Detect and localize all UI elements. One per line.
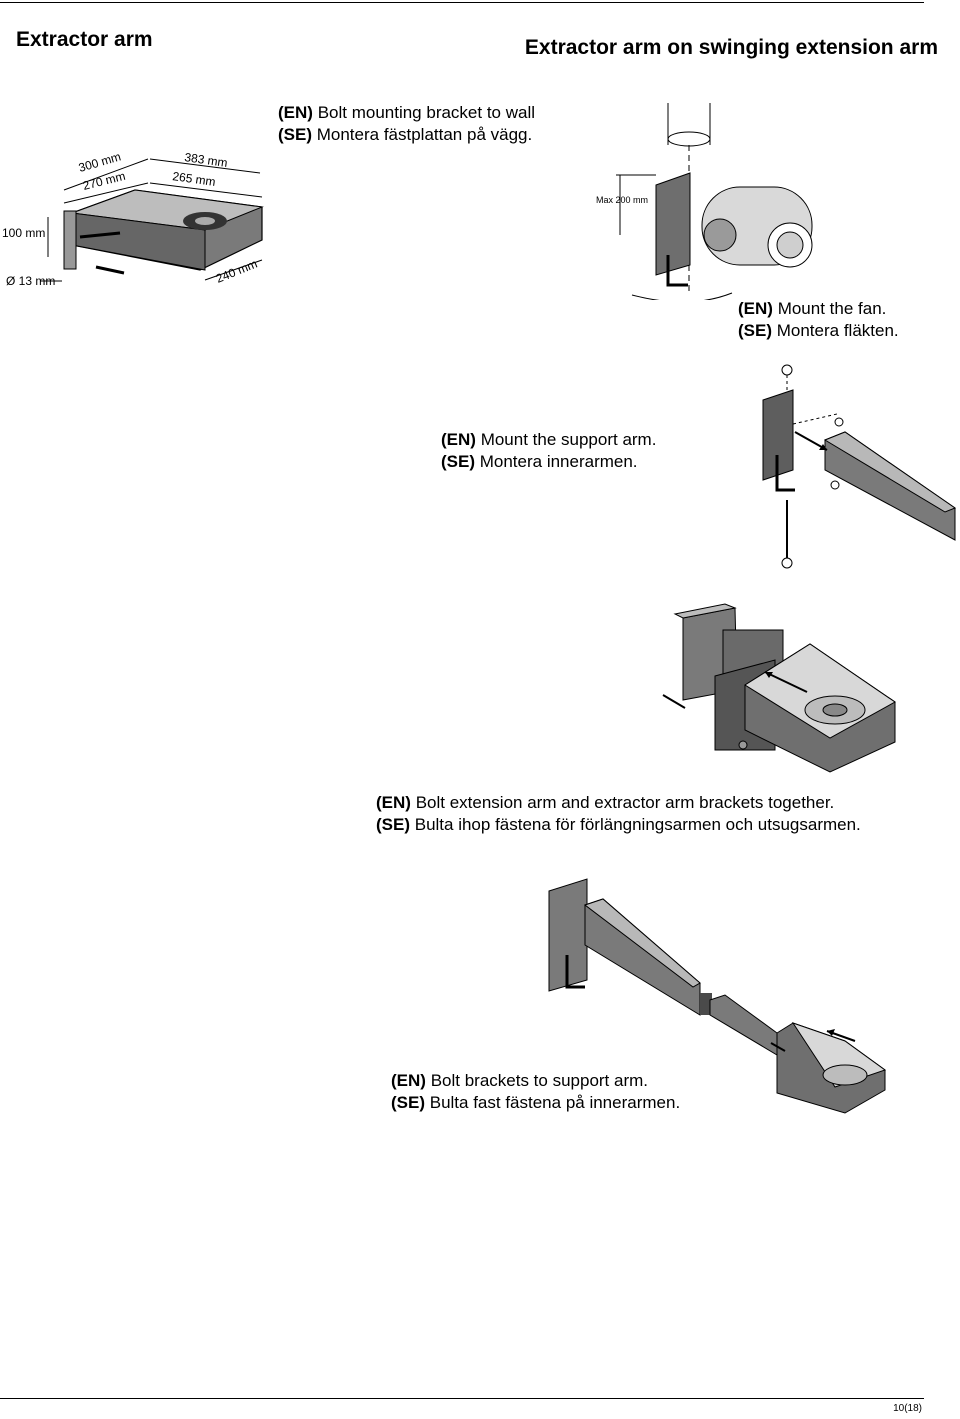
- step2-en-tag: (EN): [738, 299, 773, 318]
- footer-rule: [0, 1398, 924, 1399]
- dim-240-label: 240 mm: [214, 257, 259, 286]
- dim-100-label: 100 mm: [2, 226, 45, 240]
- step5-caption: (EN) Bolt brackets to support arm. (SE) …: [391, 1070, 680, 1114]
- step3-en-text: Mount the support arm.: [480, 430, 657, 449]
- step2-se-text: Montera fläkten.: [776, 321, 899, 340]
- step3-se-text: Montera innerarmen.: [479, 452, 638, 471]
- brackets-together-figure: [662, 603, 896, 773]
- step5-en-text: Bolt brackets to support arm.: [430, 1071, 649, 1090]
- step3-se-tag: (SE): [441, 452, 475, 471]
- step3-caption: (EN) Mount the support arm. (SE) Montera…: [441, 429, 656, 473]
- dim-13-label: Ø 13 mm: [6, 274, 55, 288]
- step5-se-text: Bulta fast fästena på innerarmen.: [429, 1093, 681, 1112]
- step4-en-tag: (EN): [376, 793, 411, 812]
- step2-caption: (EN) Mount the fan. (SE) Montera fläkten…: [738, 298, 899, 342]
- step1-en-text: Bolt mounting bracket to wall: [317, 103, 536, 122]
- step2-en-text: Mount the fan.: [777, 299, 887, 318]
- step4-se-text: Bulta ihop fästena för förlängningsarmen…: [414, 815, 861, 834]
- max-200-label: Max 200 mm: [596, 195, 648, 205]
- step1-caption: (EN) Bolt mounting bracket to wall (SE) …: [278, 102, 535, 146]
- step1-se-tag: (SE): [278, 125, 312, 144]
- support-arm-figure: [762, 364, 957, 569]
- top-rule: [0, 2, 924, 3]
- step1-se-text: Montera fästplattan på vägg.: [316, 125, 533, 144]
- full-assembly-figure: [548, 878, 887, 1114]
- dim-383-label: 383 mm: [184, 150, 229, 170]
- step1-en-tag: (EN): [278, 103, 313, 122]
- page-title-left: Extractor arm: [16, 28, 153, 51]
- fan-mount-figure: Max 200 mm: [596, 103, 813, 300]
- dim-265-label: 265 mm: [172, 169, 217, 189]
- mounting-bracket-figure: 300 mm 270 mm 383 mm 265 mm 100 mm Ø 13 …: [2, 149, 264, 288]
- page-number: 10(18): [893, 1403, 922, 1414]
- page-title-right: Extractor arm on swinging extension arm: [524, 36, 938, 59]
- step4-caption: (EN) Bolt extension arm and extractor ar…: [376, 792, 861, 836]
- step4-se-tag: (SE): [376, 815, 410, 834]
- step2-se-tag: (SE): [738, 321, 772, 340]
- step5-en-tag: (EN): [391, 1071, 426, 1090]
- step3-en-tag: (EN): [441, 430, 476, 449]
- step5-se-tag: (SE): [391, 1093, 425, 1112]
- step4-en-text: Bolt extension arm and extractor arm bra…: [415, 793, 835, 812]
